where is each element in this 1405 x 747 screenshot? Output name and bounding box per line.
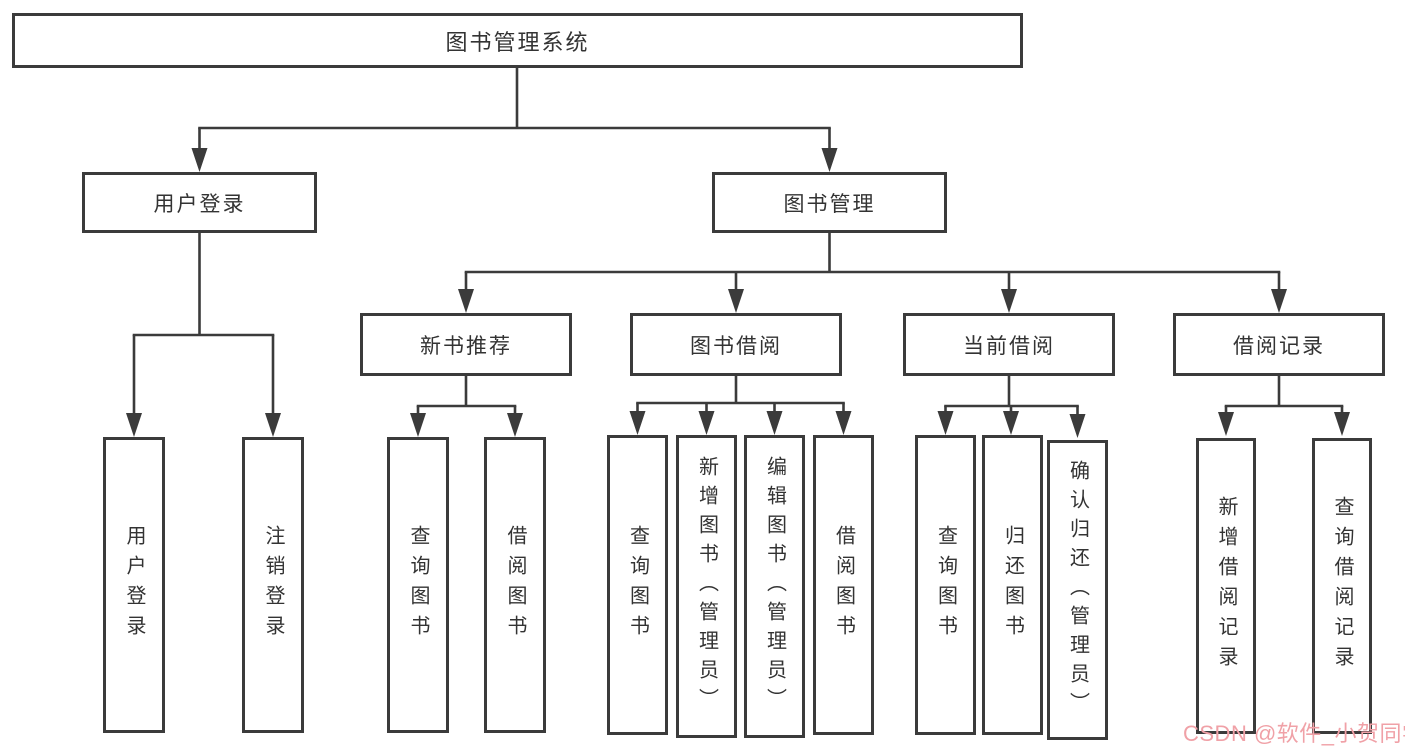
leaf-borrow-query-label: 查询图书 [626,525,649,645]
leaf-logout: 注销登录 [242,437,304,733]
leaf-borrow-book-label: 借阅图书 [832,525,855,645]
node-borrow-record: 借阅记录 [1173,313,1385,376]
node-borrow-record-label: 借阅记录 [1233,334,1325,358]
leaf-user-login: 用户登录 [103,437,165,733]
leaf-current-confirm-admin-label: 确认归还（管理员） [1066,459,1089,721]
leaf-user-login-label: 用户登录 [123,525,145,645]
node-book-management: 图书管理 [712,172,947,233]
leaf-newbook-borrow: 借阅图书 [484,437,546,733]
node-book-borrow-label: 图书借阅 [690,334,782,358]
leaf-borrow-edit-admin: 编辑图书（管理员） [744,435,805,738]
leaf-borrow-query: 查询图书 [607,435,668,735]
leaf-current-query-label: 查询图书 [934,525,957,645]
leaf-borrow-edit-admin-label: 编辑图书（管理员） [763,456,786,717]
leaf-current-query: 查询图书 [915,435,976,735]
leaf-newbook-query: 查询图书 [387,437,449,733]
node-current-borrow-label: 当前借阅 [963,334,1055,358]
node-book-management-label: 图书管理 [783,192,876,216]
leaf-record-add: 新增借阅记录 [1196,438,1256,734]
node-user-login-label: 用户登录 [153,192,246,216]
leaf-logout-label: 注销登录 [262,525,284,645]
node-new-book-recommend: 新书推荐 [360,313,572,376]
node-library-system: 图书管理系统 [12,13,1023,68]
leaf-record-add-label: 新增借阅记录 [1215,496,1237,676]
node-book-borrow: 图书借阅 [630,313,842,376]
leaf-newbook-query-label: 查询图书 [407,525,429,645]
leaf-record-query-label: 查询借阅记录 [1331,496,1353,676]
leaf-newbook-borrow-label: 借阅图书 [504,525,526,645]
leaf-record-query: 查询借阅记录 [1312,438,1372,734]
leaf-borrow-add-admin-label: 新增图书（管理员） [695,456,718,717]
leaf-current-confirm-admin: 确认归还（管理员） [1047,440,1108,740]
leaf-borrow-add-admin: 新增图书（管理员） [676,435,737,738]
leaf-borrow-book: 借阅图书 [813,435,874,735]
leaf-current-return-label: 归还图书 [1001,525,1024,645]
node-current-borrow: 当前借阅 [903,313,1115,376]
node-library-system-label: 图书管理系统 [445,29,590,55]
leaf-current-return: 归还图书 [982,435,1043,735]
node-new-book-recommend-label: 新书推荐 [420,334,512,358]
node-user-login: 用户登录 [82,172,317,233]
